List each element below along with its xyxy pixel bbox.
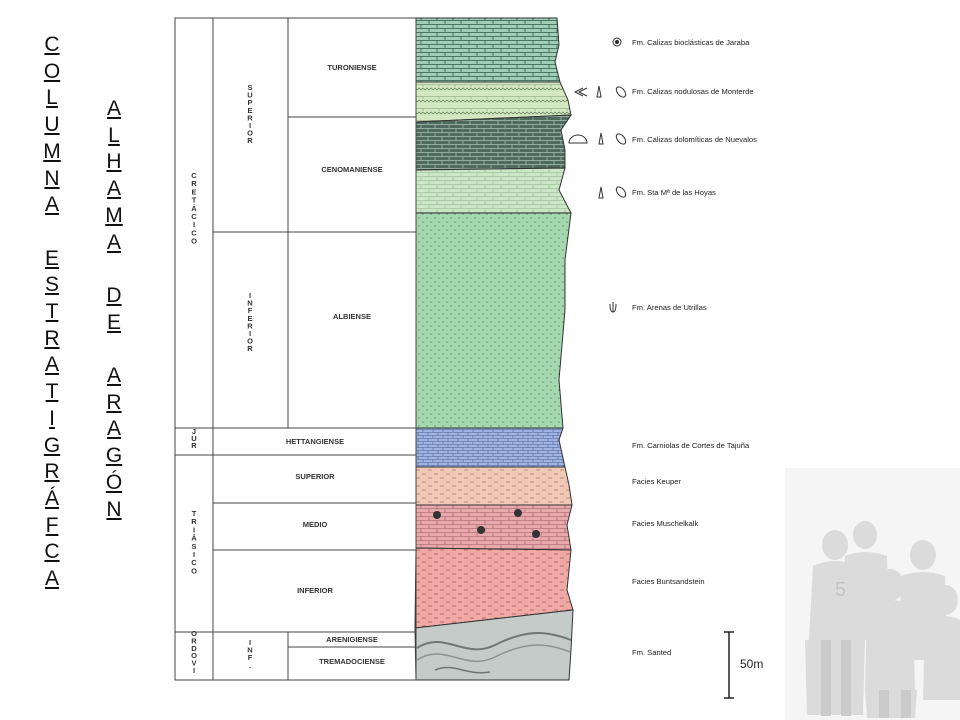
title-letter: R (44, 460, 60, 484)
group-photo: 5 (785, 468, 960, 720)
belemnite-icon (596, 85, 602, 98)
layer-muschelkalk (415, 504, 573, 551)
title-letter: T (45, 300, 59, 324)
belemnite-icon (598, 132, 604, 145)
title-letter: G (43, 433, 61, 457)
formation-label: Fm. Arenas de Utrillas (632, 303, 707, 312)
scale-bar-label: 50m (740, 657, 763, 671)
formation-label: Fm. Calizas bioclásticas de Jaraba (632, 38, 750, 47)
nodule (477, 526, 485, 534)
title-letter: L (108, 123, 120, 147)
title-letter: G (105, 444, 123, 468)
layer-jaraba (415, 17, 561, 83)
title-letter: A (106, 177, 121, 201)
layer-utrillas (415, 212, 572, 429)
layer-hoyas (415, 167, 572, 214)
scale-bar (724, 631, 734, 699)
bivalve-icon (615, 186, 627, 198)
layer-tajuna (415, 427, 566, 468)
title-letter: A (106, 97, 121, 120)
formation-label: Fm. Calizas dolomíticas de Nuevalos (632, 135, 757, 144)
formation-label: Facies Buntsandstein (632, 577, 705, 586)
title-letter: A (106, 364, 121, 388)
formation-label: Fm. Sta Mª de las Hoyas (632, 188, 716, 197)
title-letter: H (106, 150, 122, 174)
formation-label: Facies Muschelkalk (632, 519, 698, 528)
ammonite-icon (573, 87, 588, 97)
plant-icon (609, 302, 617, 313)
title-letter: M (105, 203, 123, 227)
stage-medio: MEDIO (303, 520, 328, 529)
layer-keuper (415, 466, 573, 506)
belemnite-icon (598, 186, 604, 199)
stage-superior: SUPERIOR (295, 472, 335, 481)
bivalve-icon (615, 86, 627, 98)
title-letter: R (44, 326, 60, 350)
stage-turoniense: TURONIENSE (327, 63, 376, 72)
title-letter: N (44, 166, 60, 190)
title-letter: M (43, 139, 61, 163)
title-letter: C (44, 33, 60, 56)
title-letter: T (45, 380, 59, 404)
title-letter: A (44, 567, 59, 591)
title-letter: E (44, 246, 59, 270)
title-letter: E (106, 310, 121, 334)
title-letter: A (44, 193, 59, 217)
title-letter: Ó (105, 470, 123, 494)
bivalve-icon (615, 133, 627, 145)
stage-arenigiense: ARENIGIENSE (326, 635, 378, 644)
title-letter: S (44, 273, 59, 297)
title-letter: A (106, 417, 121, 441)
title-letter: L (46, 86, 58, 110)
formation-label: Facies Keuper (632, 477, 681, 486)
nodule (514, 509, 522, 517)
formation-label: Fm. Santed (632, 648, 671, 657)
layer-nuevalos (415, 114, 572, 171)
title-letter: F (45, 513, 59, 537)
stage-hettangiense: HETTANGIENSE (286, 437, 344, 446)
stage-inferior: INFERIOR (297, 586, 333, 595)
formation-label: Fm. Calizas nodulosas de Monterde (632, 87, 754, 96)
stage-tremadociense: TREMADOCIENSE (319, 657, 385, 666)
nodule (532, 530, 540, 538)
title-letter: I (49, 406, 55, 430)
stage-cenomaniense: CENOMANIENSE (321, 165, 382, 174)
title-letter: D (106, 283, 122, 307)
formation-label: Fm. Carniolas de Cortes de Tajuña (632, 441, 750, 450)
svg-text:5: 5 (835, 579, 846, 601)
title-letter: O (43, 59, 61, 83)
nodule (433, 511, 441, 519)
title-letter: U (44, 113, 60, 137)
title-letter: A (106, 230, 121, 254)
echinoid-icon (568, 134, 588, 144)
title-letter: Á (44, 486, 59, 510)
title-letter: A (44, 353, 59, 377)
coral-icon (612, 37, 622, 47)
layer-buntsandstein (414, 547, 574, 629)
stage-albiense: ALBIENSE (333, 312, 371, 321)
title-letter: N (106, 497, 122, 521)
title-letter: R (106, 390, 122, 414)
title-letter: C (44, 540, 60, 564)
